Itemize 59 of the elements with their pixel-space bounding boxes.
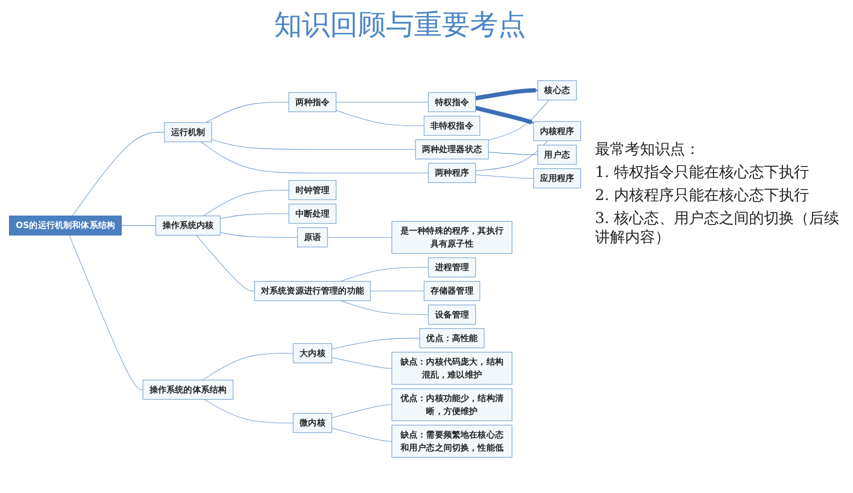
connector: [220, 232, 298, 238]
node-box: 特权指令: [428, 92, 476, 112]
connector: [204, 399, 294, 424]
node-box: 存储器管理: [424, 281, 480, 301]
note-text: 2. 内核程序只能在核心态下执行: [595, 186, 810, 205]
node-box: 内核程序: [533, 121, 581, 142]
connector: [211, 139, 416, 150]
node-box: 操作系统的体系结构: [142, 380, 234, 400]
node-box: 进程管理: [428, 257, 476, 278]
node-box: 缺点：内核代码庞大，结构混乱，难以维护: [392, 352, 512, 385]
connector: [196, 234, 255, 292]
connector: [332, 357, 392, 369]
note-text: 1. 特权指令只能在核心态下执行: [595, 163, 810, 182]
connector: [202, 190, 290, 216]
node-box: 核心态: [538, 80, 577, 100]
node-box: 应用程序: [533, 168, 581, 188]
connector: [206, 102, 290, 123]
node-box: 优点：高性能: [420, 328, 484, 348]
connector: [332, 404, 392, 418]
node-box: 缺点：需要频繁地在核心态和用户态之间切换，性能低: [392, 424, 512, 458]
node-box: 两种指令: [288, 92, 336, 112]
connector: [340, 300, 429, 315]
connector: [370, 290, 424, 292]
arrow: [475, 88, 538, 100]
node-box: 两种处理器状态: [415, 139, 489, 160]
node-box: 非特权指令: [424, 116, 480, 136]
node-box: 设备管理: [428, 304, 476, 325]
note-text: 3. 核心态、用户态之间的切换（后续讲解内容）: [595, 209, 840, 247]
node-box: OS的运行机制和体系结构: [9, 216, 122, 236]
node-box: 两种程序: [428, 163, 476, 183]
connector: [488, 152, 538, 155]
node-box: 中断处理: [288, 204, 336, 224]
connector: [202, 352, 294, 380]
connector: [336, 110, 424, 126]
connector: [121, 225, 156, 226]
connector: [488, 100, 550, 140]
connector: [220, 213, 290, 219]
node-box: 时钟管理: [288, 180, 336, 200]
title: 知识回顾与重要考点: [273, 7, 527, 43]
node-box: 对系统资源进行管理的功能: [254, 281, 371, 301]
node-box: 优点：内核功能少，结构清晰，方便维护: [392, 388, 512, 422]
node-box: 操作系统内核: [156, 216, 220, 236]
connector: [69, 234, 144, 390]
connector: [475, 140, 548, 172]
node-box: 用户态: [538, 144, 577, 165]
connector: [200, 142, 429, 174]
connector: [327, 237, 392, 238]
connector: [340, 267, 429, 282]
connector: [332, 338, 420, 350]
node-box: 运行机制: [164, 122, 212, 142]
node-box: 大内核: [292, 343, 332, 364]
node-box: 是一种特殊的程序，其执行具有原子性: [392, 220, 512, 254]
arrow: [475, 106, 534, 124]
node-box: 原语: [297, 227, 328, 248]
connector: [475, 174, 534, 179]
node-box: 微内核: [292, 413, 332, 433]
connector: [72, 132, 165, 216]
connector: [332, 428, 392, 442]
note-text: 最常考知识点：: [595, 140, 701, 159]
